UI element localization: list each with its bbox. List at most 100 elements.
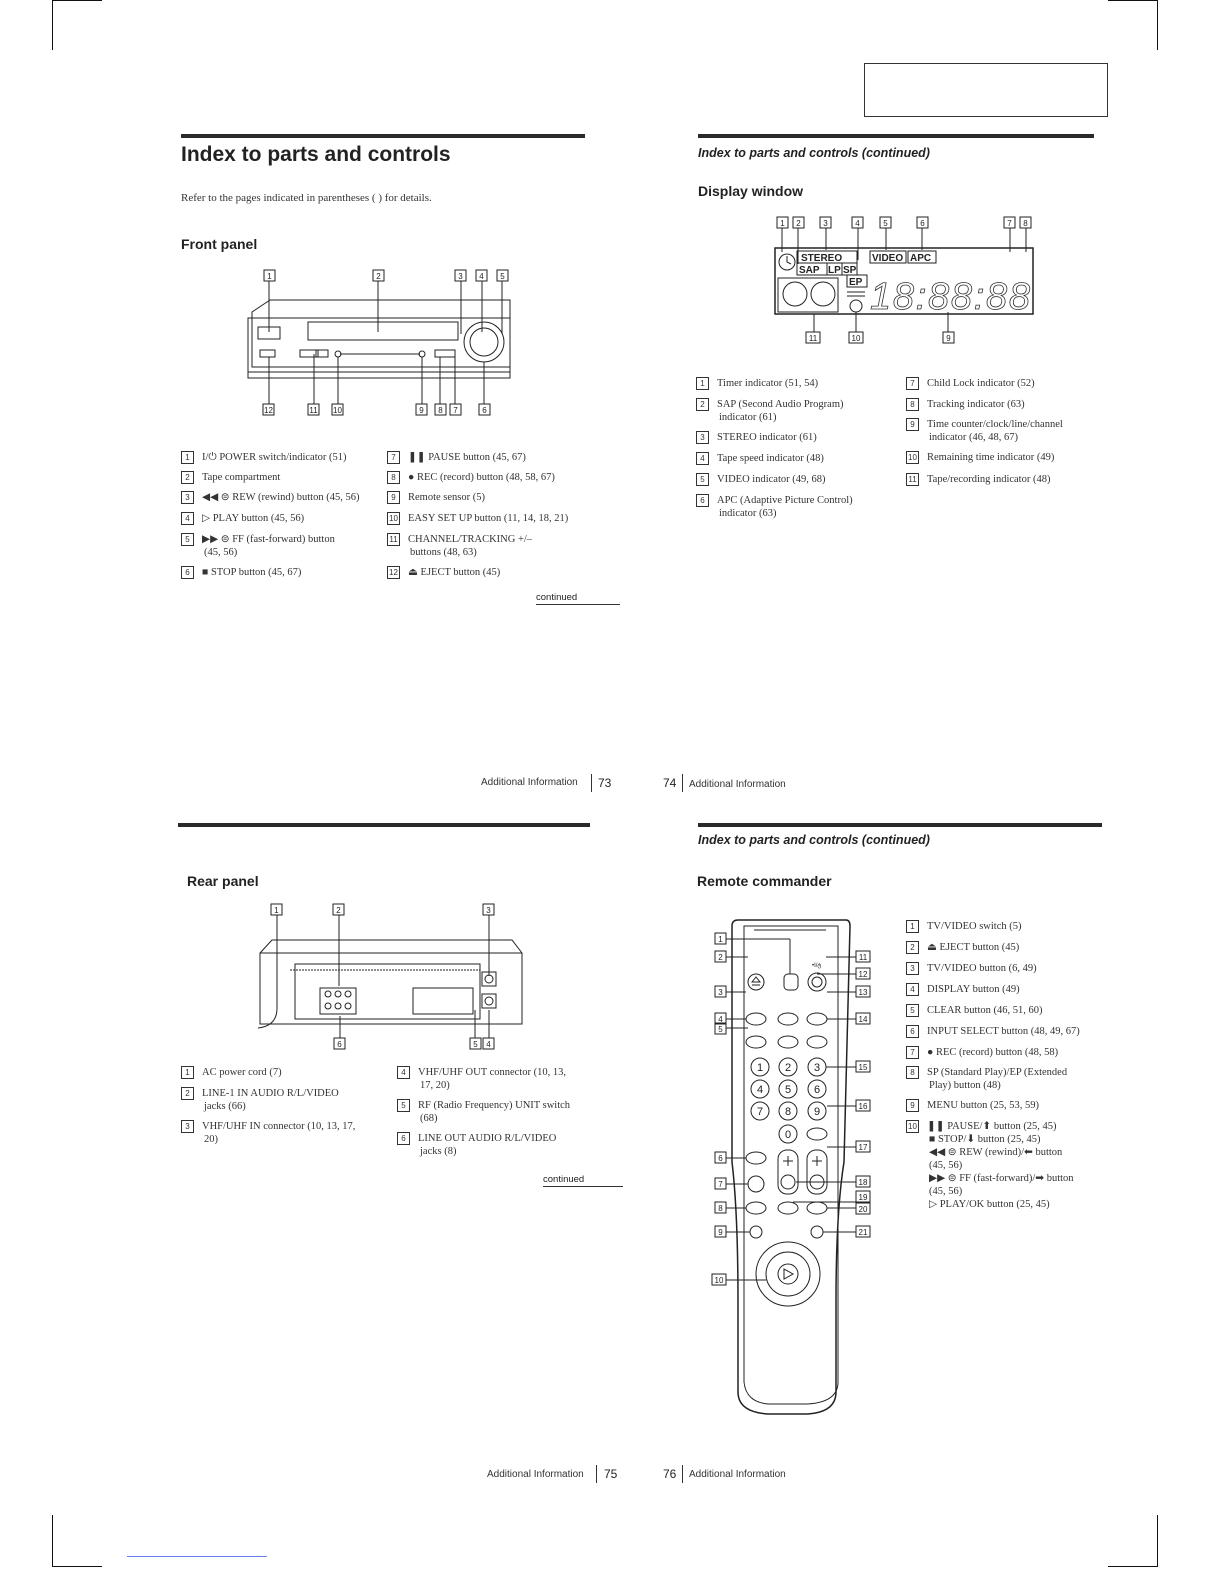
- callout-3: 3: [823, 219, 828, 228]
- page-number: 73: [598, 776, 612, 790]
- continued-header: Index to parts and controls (continued): [698, 146, 930, 160]
- callout-6: 6: [482, 406, 487, 415]
- continued-header: Index to parts and controls (continued): [698, 833, 930, 847]
- ep-indicator: EP: [849, 277, 863, 288]
- callout-9: 9: [718, 1228, 723, 1237]
- callout-4: 4: [855, 219, 860, 228]
- callout-18: 18: [859, 1178, 868, 1187]
- callout-11: 11: [859, 953, 868, 962]
- footer-label: Additional Information: [689, 779, 786, 790]
- callout-3: 3: [486, 906, 491, 915]
- footer-divider: [682, 774, 683, 792]
- crop-mark: [1108, 0, 1158, 1]
- front-panel-diagram: 1 2 3 4 5 12 11 10 9 8 7 6: [247, 269, 511, 416]
- key-4: 4: [757, 1084, 763, 1096]
- list-item: 4▷ PLAY button (45, 56): [181, 512, 304, 525]
- callout-5: 5: [473, 1040, 478, 1049]
- clock-digits: 18:88:88: [870, 276, 1030, 318]
- power-label: •I/ტ: [812, 962, 821, 969]
- callout-14: 14: [859, 1015, 868, 1024]
- video-indicator: VIDEO: [872, 253, 903, 264]
- list-item: 2⏏ EJECT button (45): [906, 941, 1019, 954]
- callout-10: 10: [333, 406, 342, 415]
- section-display-window: Display window: [698, 183, 804, 199]
- callout-2: 2: [376, 272, 381, 281]
- tab-box: [864, 63, 1108, 117]
- list-item: 7● REC (record) button (48, 58): [906, 1046, 1058, 1059]
- list-item: 7❚❚ PAUSE button (45, 67): [387, 451, 526, 464]
- key-3: 3: [814, 1062, 820, 1074]
- callout-9: 9: [419, 406, 424, 415]
- section-rear-panel: Rear panel: [187, 873, 259, 889]
- crop-mark: [52, 1515, 53, 1567]
- blue-link-line: [127, 1556, 267, 1557]
- callout-13: 13: [859, 988, 868, 997]
- header-rule: [698, 823, 1102, 827]
- callout-3: 3: [458, 272, 463, 281]
- key-5: 5: [785, 1084, 791, 1096]
- header-rule: [698, 134, 1094, 138]
- list-item: 12⏏ EJECT button (45): [387, 566, 500, 579]
- rear-panel-diagram: 1 2 3 6 5 4: [257, 903, 523, 1050]
- callout-5: 5: [500, 272, 505, 281]
- callout-3: 3: [718, 988, 723, 997]
- crop-mark: [52, 0, 53, 50]
- callout-2: 2: [718, 953, 723, 962]
- page-title: Index to parts and controls: [181, 143, 451, 166]
- key-0: 0: [785, 1129, 791, 1141]
- callout-1: 1: [718, 935, 723, 944]
- callout-19: 19: [859, 1193, 868, 1202]
- callout-11: 11: [309, 406, 318, 415]
- list-item: 10❚❚ PAUSE/⬆ button (25, 45) ■ STOP/⬇ bu…: [906, 1120, 1074, 1211]
- callout-11: 11: [809, 334, 818, 343]
- footer-label: Additional Information: [487, 1469, 584, 1480]
- callout-20: 20: [859, 1205, 868, 1214]
- callout-1: 1: [267, 272, 272, 281]
- callout-6: 6: [920, 219, 925, 228]
- callout-15: 15: [859, 1063, 868, 1072]
- callout-6: 6: [337, 1040, 342, 1049]
- callout-7: 7: [718, 1180, 723, 1189]
- callout-1: 1: [274, 906, 279, 915]
- callout-8: 8: [438, 406, 443, 415]
- lp-indicator: LP: [828, 265, 841, 276]
- apc-indicator: APC: [910, 253, 931, 264]
- callout-5: 5: [718, 1025, 723, 1034]
- key-6: 6: [814, 1084, 820, 1096]
- footer-divider: [682, 1465, 683, 1483]
- crop-mark: [52, 0, 102, 1]
- page-number: 75: [604, 1467, 618, 1481]
- header-rule: [178, 823, 590, 827]
- callout-17: 17: [859, 1143, 868, 1152]
- list-item: 8● REC (record) button (48, 58, 67): [387, 471, 555, 484]
- title-rule: [181, 134, 585, 138]
- key-1: 1: [757, 1062, 763, 1074]
- callout-4: 4: [718, 1015, 723, 1024]
- callout-5: 5: [883, 219, 888, 228]
- display-window-diagram: 1 2 3 4 5 6 7 8 11 10 9 STEREO SAP LP SP…: [774, 216, 1034, 344]
- callout-4: 4: [479, 272, 484, 281]
- key-7: 7: [757, 1106, 763, 1118]
- section-front-panel: Front panel: [181, 236, 258, 252]
- intro-text: Refer to the pages indicated in parenthe…: [181, 192, 432, 204]
